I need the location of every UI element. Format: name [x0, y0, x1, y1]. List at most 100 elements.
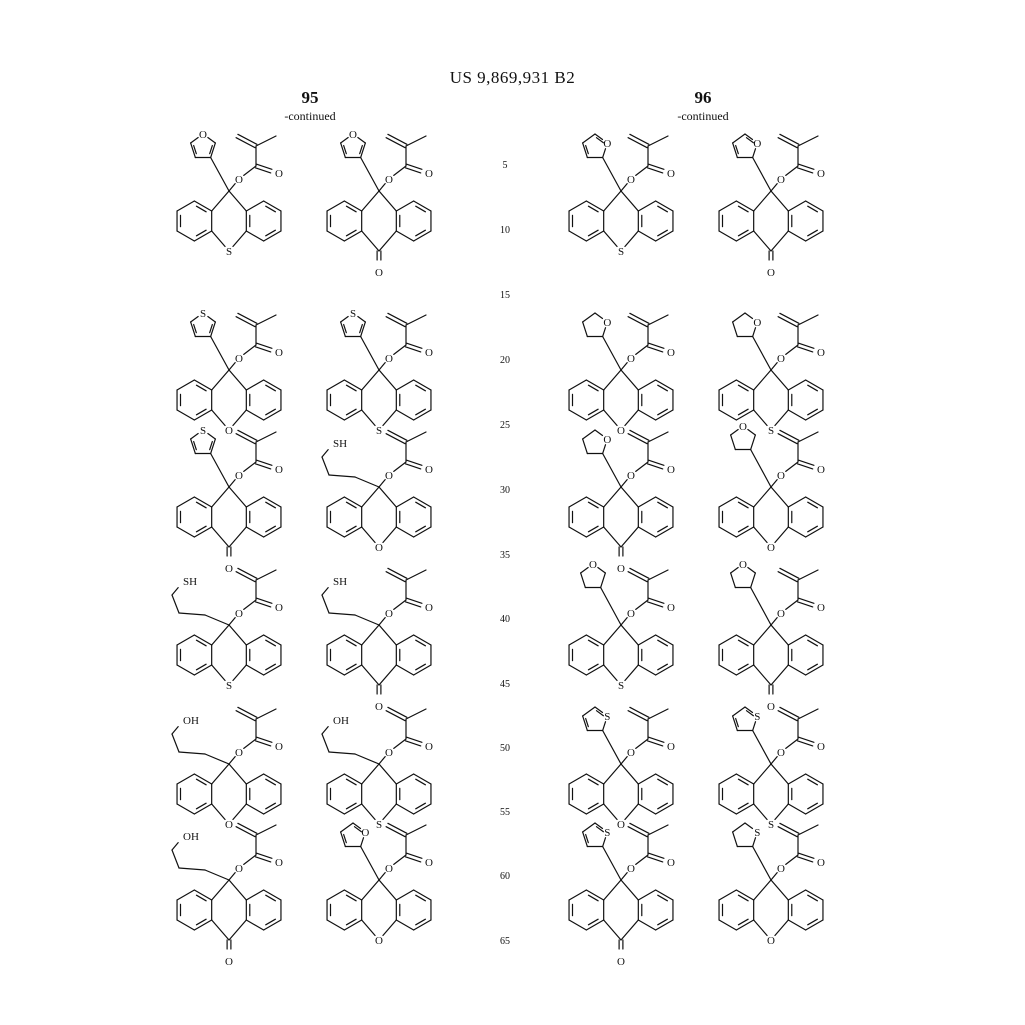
heteroatom-label: O — [739, 421, 747, 433]
bridge-heteroatom-label: O — [767, 542, 775, 554]
bridge-heteroatom-label: S — [376, 819, 382, 831]
line-number: 20 — [500, 355, 510, 366]
line-number: 15 — [500, 290, 510, 301]
heteroatom-label: O — [603, 434, 611, 446]
terminal-group-label: OH — [183, 831, 199, 843]
heteroatom-label: O — [199, 129, 207, 141]
heteroatom-label: S — [200, 308, 206, 320]
heteroatom-label: S — [754, 711, 760, 723]
ketone-oxygen-label: O — [375, 267, 383, 279]
patent-number: US 9,869,931 B2 — [449, 68, 576, 87]
bridge-heteroatom-label: S — [618, 680, 624, 692]
line-number: 65 — [500, 936, 510, 947]
line-number: 10 — [500, 225, 510, 236]
line-number: 45 — [500, 679, 510, 690]
bridge-heteroatom-label: O — [375, 542, 383, 554]
left-page-number: 95 — [301, 88, 319, 107]
ester-oxygen-label: O — [385, 747, 393, 759]
heteroatom-label: S — [604, 711, 610, 723]
line-number: 40 — [500, 614, 510, 625]
ester-oxygen-label: O — [627, 470, 635, 482]
ester-oxygen-label: O — [777, 470, 785, 482]
ester-oxygen-label: O — [385, 608, 393, 620]
ester-oxygen-label: O — [777, 863, 785, 875]
ester-oxygen-label: O — [777, 174, 785, 186]
carbonyl-oxygen-label: O — [425, 602, 433, 614]
ketone-oxygen-label: O — [225, 563, 233, 575]
bridge-heteroatom-label: O — [225, 425, 233, 437]
bridge-heteroatom-label: S — [618, 246, 624, 258]
carbonyl-oxygen-label: O — [667, 464, 675, 476]
ketone-oxygen-label: O — [767, 701, 775, 713]
carbonyl-oxygen-label: O — [275, 602, 283, 614]
carbonyl-oxygen-label: O — [667, 857, 675, 869]
bridge-heteroatom-label: O — [617, 819, 625, 831]
line-number: 60 — [500, 871, 510, 882]
ester-oxygen-label: O — [235, 174, 243, 186]
ester-oxygen-label: O — [627, 608, 635, 620]
structure-furan-3-yl-thioxanthene: S O O O — [176, 129, 283, 258]
structure-thiophen-3-yl-anthrone: O O O S — [176, 425, 283, 575]
left-continued-label: -continued — [284, 109, 336, 123]
carbonyl-oxygen-label: O — [425, 168, 433, 180]
carbonyl-oxygen-label: O — [275, 168, 283, 180]
right-continued-label: -continued — [677, 109, 729, 123]
carbonyl-oxygen-label: O — [817, 741, 825, 753]
structure-thiophen-2-yl-thioxanthene: S O O S — [718, 706, 825, 831]
heteroatom-label: O — [603, 138, 611, 150]
structure-tetrahydrofuran-3-yl-anthrone: O O O O — [718, 559, 825, 713]
line-number: 5 — [502, 160, 508, 171]
carbonyl-oxygen-label: O — [667, 168, 675, 180]
carbonyl-oxygen-label: O — [817, 857, 825, 869]
heteroatom-label: S — [200, 425, 206, 437]
bridge-heteroatom-label: S — [226, 246, 232, 258]
structure-tetrahydrofuran-3-yl-xanthene: O O O O — [718, 421, 825, 554]
line-number: 55 — [500, 807, 510, 818]
carbonyl-oxygen-label: O — [275, 464, 283, 476]
line-number: 35 — [500, 550, 510, 561]
heteroatom-label: O — [753, 138, 761, 150]
ester-oxygen-label: O — [777, 747, 785, 759]
ester-oxygen-label: O — [627, 863, 635, 875]
carbonyl-oxygen-label: O — [425, 857, 433, 869]
ester-oxygen-label: O — [385, 174, 393, 186]
ester-oxygen-label: O — [235, 863, 243, 875]
structure-tetrahydrofuran-2-yl-anthrone: O O O O — [568, 429, 675, 575]
carbonyl-oxygen-label: O — [817, 602, 825, 614]
ester-oxygen-label: O — [235, 747, 243, 759]
line-number: 30 — [500, 485, 510, 496]
carbonyl-oxygen-label: O — [275, 857, 283, 869]
carbonyl-oxygen-label: O — [817, 464, 825, 476]
heteroatom-label: O — [739, 559, 747, 571]
right-page-number: 96 — [694, 88, 712, 107]
carbonyl-oxygen-label: O — [275, 741, 283, 753]
bridge-heteroatom-label: S — [768, 819, 774, 831]
ester-oxygen-label: O — [385, 470, 393, 482]
ketone-oxygen-label: O — [617, 563, 625, 575]
ester-oxygen-label: O — [235, 608, 243, 620]
heteroatom-label: O — [753, 317, 761, 329]
line-number: 25 — [500, 420, 510, 431]
heteroatom-label: O — [603, 317, 611, 329]
bridge-heteroatom-label: S — [768, 425, 774, 437]
heteroatom-label: S — [754, 827, 760, 839]
bridge-heteroatom-label: O — [617, 425, 625, 437]
carbonyl-oxygen-label: O — [425, 347, 433, 359]
bridge-heteroatom-label: S — [226, 680, 232, 692]
ester-oxygen-label: O — [777, 608, 785, 620]
structure-tetrahydrofuran-3-yl-thioxanthene: S O O O — [568, 559, 675, 692]
bridge-heteroatom-label: O — [375, 935, 383, 947]
carbonyl-oxygen-label: O — [667, 602, 675, 614]
carbonyl-oxygen-label: O — [425, 741, 433, 753]
ketone-oxygen-label: O — [375, 701, 383, 713]
carbonyl-oxygen-label: O — [275, 347, 283, 359]
